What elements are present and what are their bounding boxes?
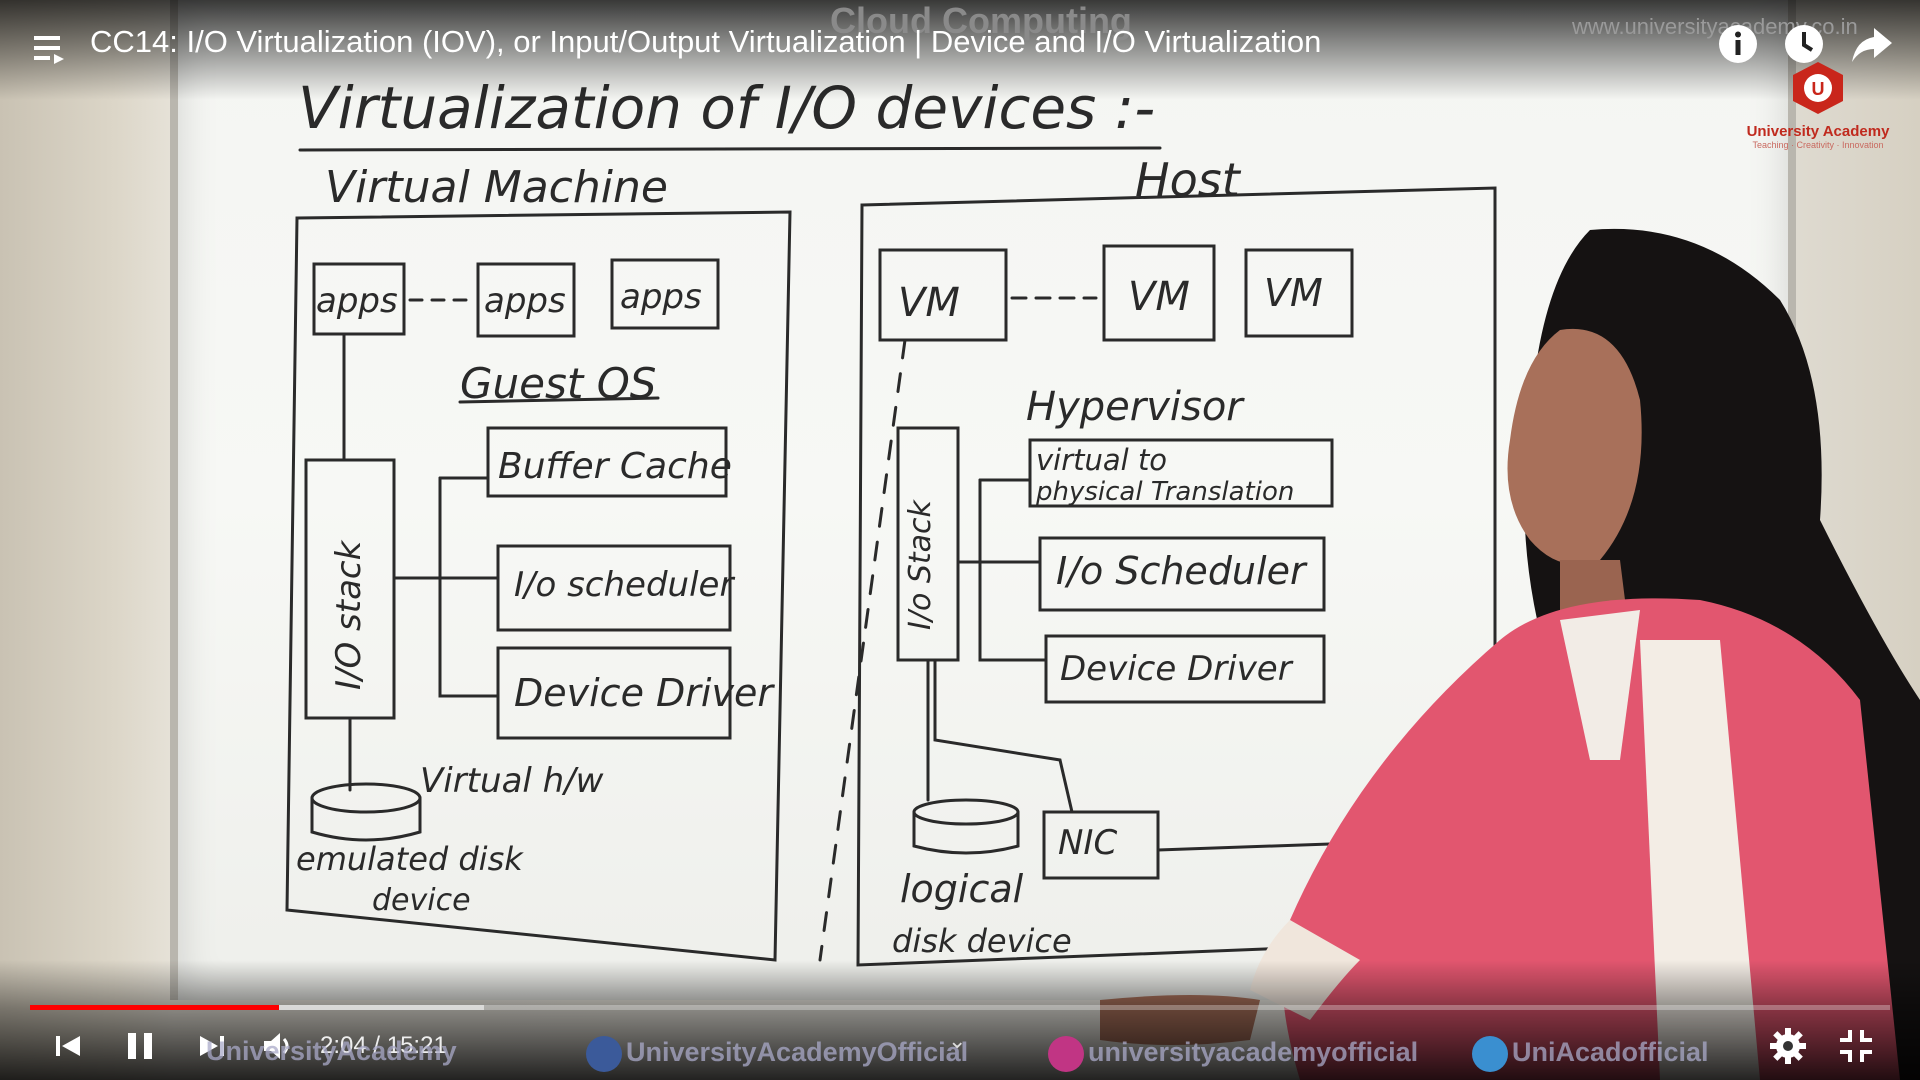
wb-guest-os: Guest OS xyxy=(460,359,656,408)
social-youtube: UniversityAcademy xyxy=(206,1036,457,1067)
wb-vm-label: Virtual Machine xyxy=(325,162,668,213)
time-total: 15:21 xyxy=(386,1032,447,1059)
chevron-down-icon[interactable]: ⌄ xyxy=(948,1028,967,1053)
wb-vm-1: VM xyxy=(898,280,960,326)
svg-text:U: U xyxy=(1812,79,1825,99)
wb-io-scheduler-guest: I/o scheduler xyxy=(514,565,735,605)
wb-vm-2: VM xyxy=(1128,274,1190,320)
video-title[interactable]: CC14: I/O Virtualization (IOV), or Input… xyxy=(90,24,1322,59)
time-separator: / xyxy=(366,1032,387,1059)
time-current: 2:04 xyxy=(320,1032,367,1059)
wb-logical-disk-1: logical xyxy=(900,867,1024,911)
wb-vm-3: VM xyxy=(1264,271,1323,315)
wb-emulated-disk-2: device xyxy=(372,883,471,918)
bottom-gradient xyxy=(0,960,1920,1080)
progress-played xyxy=(30,1005,280,1010)
channel-banner: Cloud Computing xyxy=(830,0,1132,41)
wb-device-driver-host: Device Driver xyxy=(1060,649,1294,689)
wb-v2p-line1: virtual to xyxy=(1036,443,1167,477)
social-youtube-label: UniversityAcademy xyxy=(206,1036,457,1066)
wb-hypervisor: Hypervisor xyxy=(1026,384,1245,430)
twitter-icon xyxy=(1472,1036,1508,1072)
channel-logo: U University Academy Teaching · Creativi… xyxy=(1728,60,1908,160)
wb-io-stack-vm: I/O stack xyxy=(329,539,369,690)
wb-apps-2: apps xyxy=(484,281,566,321)
info-icon[interactable] xyxy=(1716,22,1760,66)
share-icon[interactable] xyxy=(1850,22,1894,66)
wb-virtual-hw: Virtual h/w xyxy=(420,761,604,801)
wb-io-stack-host: I/o Stack xyxy=(903,498,938,630)
facebook-icon xyxy=(586,1036,622,1072)
wb-apps-3: apps xyxy=(620,277,702,317)
university-academy-logo: U xyxy=(1793,62,1843,114)
wb-host-label: Host xyxy=(1135,153,1242,207)
social-instagram-label: universityacademyofficial xyxy=(1088,1037,1419,1068)
wb-io-scheduler-host: I/o Scheduler xyxy=(1056,549,1308,593)
skip-next-icon[interactable] xyxy=(192,1026,232,1066)
clock-icon[interactable] xyxy=(1782,22,1826,66)
social-facebook: UniversityAcademyOfficial xyxy=(586,1036,968,1072)
skip-previous-icon[interactable] xyxy=(48,1026,88,1066)
wb-device-driver-guest: Device Driver xyxy=(514,671,775,715)
instagram-icon xyxy=(1048,1036,1084,1072)
wb-buffer-cache: Buffer Cache xyxy=(498,446,732,487)
progress-bar[interactable] xyxy=(30,1005,1890,1010)
wb-nic: NIC xyxy=(1058,823,1117,863)
social-instagram: universityacademyofficial xyxy=(1048,1036,1418,1072)
gear-icon[interactable] xyxy=(1768,1026,1808,1066)
wb-emulated-disk-1: emulated disk xyxy=(296,840,524,878)
social-twitter: UniAcadofficial xyxy=(1472,1036,1709,1072)
playlist-icon[interactable] xyxy=(30,28,70,68)
wb-v2p-line2: physical Translation xyxy=(1035,477,1294,507)
volume-icon[interactable] xyxy=(258,1026,298,1066)
wb-apps-1: apps xyxy=(316,281,398,321)
social-facebook-label: UniversityAcademyOfficial xyxy=(626,1037,969,1068)
pause-icon[interactable] xyxy=(120,1026,160,1066)
logo-tagline: Teaching · Creativity · Innovation xyxy=(1752,140,1884,150)
top-gradient xyxy=(0,0,1920,100)
time-display: 2:04 / 15:21 xyxy=(320,1032,447,1060)
exit-fullscreen-icon[interactable] xyxy=(1836,1026,1876,1066)
social-twitter-label: UniAcadofficial xyxy=(1512,1037,1709,1068)
wb-logical-disk-2: disk device xyxy=(892,922,1072,960)
logo-name: University Academy xyxy=(1746,123,1890,140)
